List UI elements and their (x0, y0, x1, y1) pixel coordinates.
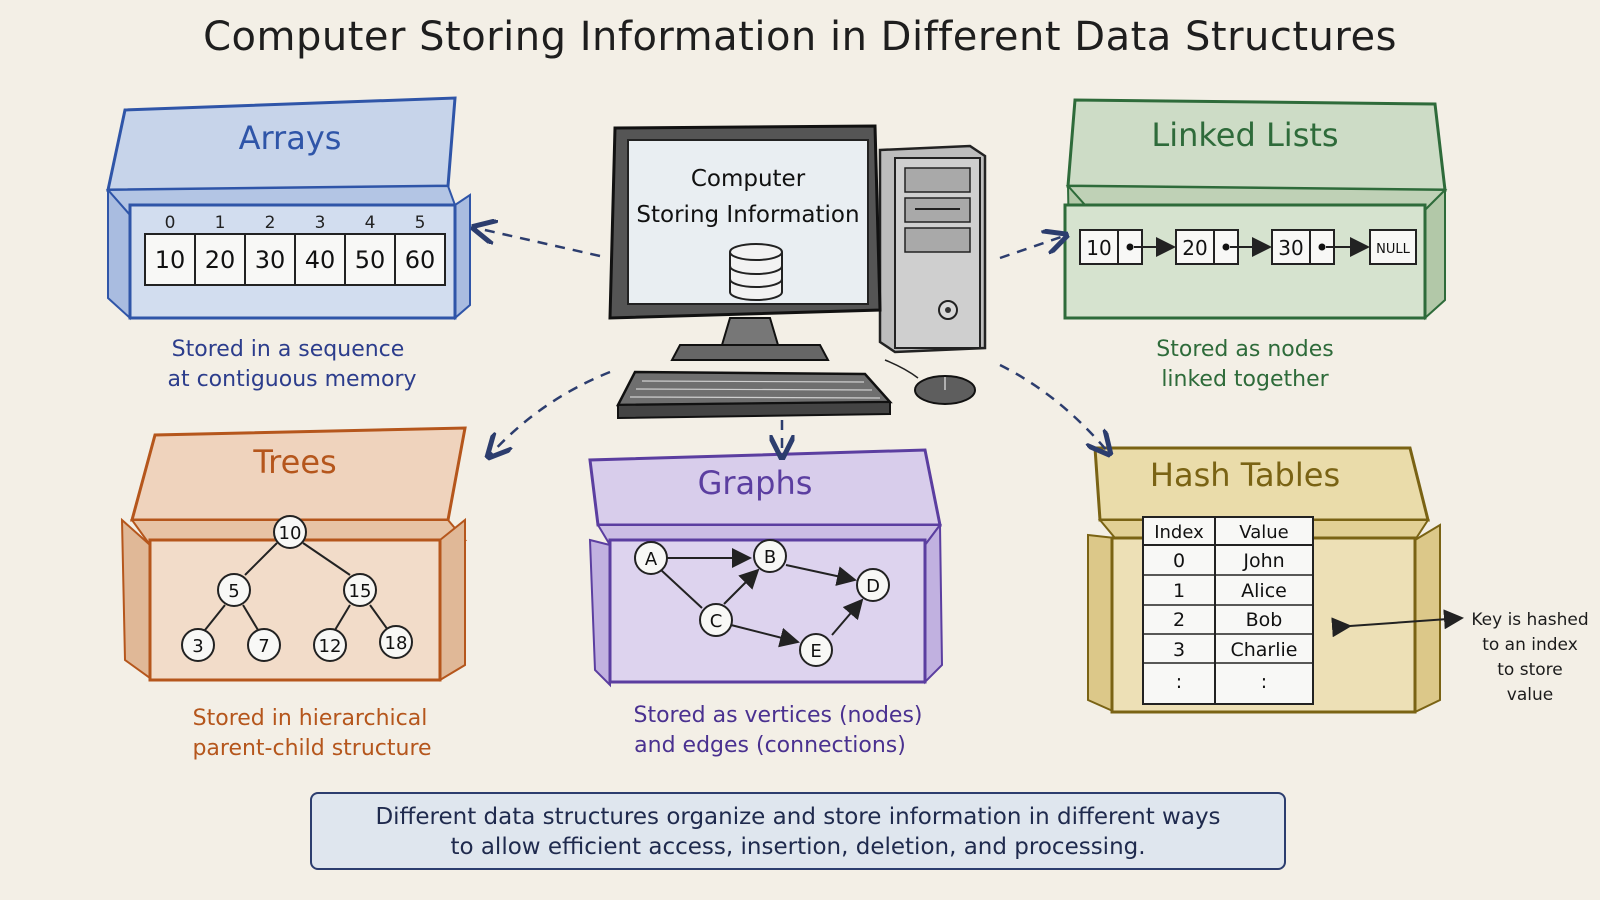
graphs-title: Graphs (698, 464, 813, 502)
graph-node-label: D (866, 576, 880, 597)
array-index: 4 (365, 213, 376, 233)
hash-tables-title: Hash Tables (1150, 456, 1340, 494)
arrow-to-hash-tables (999, 363, 1108, 452)
graphs-caption: Stored as vertices (nodes) (634, 703, 923, 728)
linked-lists-title: Linked Lists (1151, 116, 1338, 154)
tree-node-label: 12 (319, 636, 342, 657)
graph-node-label: C (710, 611, 723, 632)
hash-table-header: Index (1154, 522, 1204, 543)
hash-table-index: 1 (1173, 580, 1185, 602)
hash-table-header: Value (1239, 522, 1288, 543)
array-index: 0 (165, 213, 176, 233)
linked-list-null: NULL (1376, 242, 1410, 257)
array-value: 60 (405, 246, 436, 274)
hash-table-index: 2 (1173, 609, 1185, 631)
array-value: 50 (355, 246, 386, 274)
linked-lists-caption: linked together (1161, 367, 1329, 392)
hash-table-value: Bob (1246, 609, 1283, 631)
summary-line: to allow efficient access, insertion, de… (450, 834, 1146, 860)
screen-text: Storing Information (636, 202, 859, 228)
hash-note-line: to an index (1482, 635, 1578, 655)
arrow-to-arrays (476, 228, 601, 258)
keyboard-icon (615, 370, 893, 420)
hash-table-index: 0 (1173, 550, 1185, 572)
tree-edges (204, 542, 389, 631)
connector-arrows (476, 228, 1108, 455)
array-value: 40 (305, 246, 336, 274)
array-index: 1 (215, 213, 226, 233)
tree-node-label: 3 (192, 636, 203, 657)
graph-nodes: A B C D E (634, 539, 890, 667)
tree-node-label: 5 (228, 581, 239, 602)
graph-edges (660, 548, 864, 648)
array-value: 20 (205, 246, 236, 274)
hash-note-line: Key is hashed (1471, 610, 1589, 630)
summary-line: Different data structures organize and s… (375, 804, 1221, 830)
screen-text: Computer (691, 166, 806, 192)
computer: Computer Storing Information (608, 124, 987, 420)
hash-table-value: Charlie (1230, 639, 1297, 661)
linked-list-node-value: 30 (1278, 236, 1303, 260)
hash-table-value: John (1242, 550, 1284, 572)
tree-node-label: 7 (258, 636, 269, 657)
summary-box: Different data structures organize and s… (310, 792, 1286, 870)
graph-node-label: B (764, 547, 776, 568)
arrow-to-trees (490, 370, 611, 455)
graphs-box: Graphs A B C D E (588, 448, 944, 688)
linked-lists-caption: Stored as nodes (1156, 337, 1333, 362)
graph-node-label: E (810, 641, 821, 662)
computer-tower-icon (878, 144, 987, 354)
arrays-title: Arrays (239, 119, 342, 157)
mouse-icon (884, 359, 976, 405)
tree-node-label: 15 (349, 581, 372, 602)
hash-table-value: Alice (1241, 580, 1287, 602)
trees-title: Trees (252, 443, 336, 481)
tree-node-label: 18 (385, 633, 408, 654)
linked-list-node-value: 10 (1086, 236, 1111, 260)
arrays-caption: at contiguous memory (167, 367, 416, 392)
hash-note: Key is hashed to an index to store value (1468, 608, 1592, 708)
arrays-caption: Stored in a sequence (172, 337, 405, 362)
array-cells: 0 1 2 3 4 5 10 20 30 40 50 60 (144, 213, 446, 286)
array-value: 10 (155, 246, 186, 274)
database-icon (729, 243, 783, 301)
hash-note-line: to store (1497, 660, 1563, 680)
linked-list-nodes: 10 20 30 NULL (1079, 229, 1417, 265)
tree-nodes: 10 5 15 3 7 12 18 (181, 515, 413, 662)
hash-table: Index Value 0 John 1 Alice 2 Bob 3 Charl… (1142, 516, 1314, 705)
graph-node-label: A (645, 549, 658, 570)
monitor-icon (608, 124, 882, 361)
array-index: 5 (415, 213, 426, 233)
trees-caption: parent-child structure (192, 736, 431, 761)
hash-note-line: value (1506, 685, 1554, 705)
hash-table-value: : (1261, 671, 1267, 693)
trees-caption: Stored in hierarchical (193, 706, 428, 731)
graphs-caption: and edges (connections) (634, 733, 906, 758)
array-index: 2 (265, 213, 276, 233)
array-index: 3 (315, 213, 326, 233)
trees-box: Trees 10 5 15 3 7 12 18 (120, 426, 468, 682)
tree-node-label: 10 (279, 523, 302, 544)
linked-lists-box: Linked Lists 10 20 30 NULL (1063, 98, 1448, 321)
hash-table-index: : (1176, 671, 1182, 693)
linked-list-node-value: 20 (1182, 236, 1207, 260)
arrow-to-linked-lists (999, 236, 1064, 260)
hash-tables-box: Hash Tables Index Value 0 John 1 Alice 2… (1087, 446, 1464, 714)
arrays-box: Arrays 0 1 2 3 4 5 10 20 30 40 50 60 (105, 96, 471, 321)
array-value: 30 (255, 246, 286, 274)
diagram-title: Computer Storing Information in Differen… (203, 14, 1397, 60)
hash-table-index: 3 (1173, 639, 1185, 661)
hash-note-arrow (1331, 609, 1464, 638)
